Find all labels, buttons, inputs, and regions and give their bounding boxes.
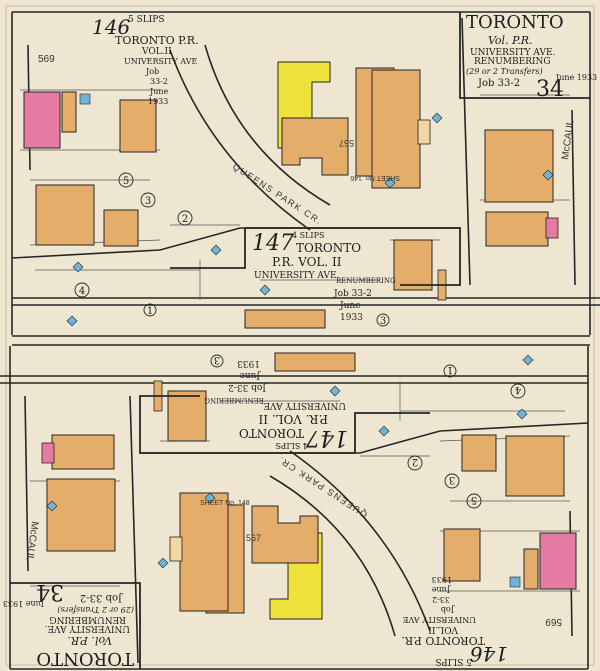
plate-147-month-mirror: June <box>239 370 261 380</box>
plate-146-month: June <box>149 87 169 96</box>
plate-146-toronto-mirror: TORONTO P.R. <box>401 634 485 647</box>
transfers: (29 or 2 Transfers) <box>466 67 543 76</box>
job-33-2: Job 33-2 <box>477 78 520 89</box>
plate-147-job-mirror: Job 33-2 <box>228 382 267 392</box>
plate-147-year-mirror: 1933 <box>237 358 260 368</box>
plate-147-prvol: P.R. VOL. II <box>272 255 342 269</box>
vol-pr: Vol. P.R. <box>488 34 533 47</box>
plate-146-month-mirror: June <box>431 585 451 594</box>
plate-569-label-mirror: 569 <box>545 616 562 627</box>
plate-147-month: June <box>339 301 361 311</box>
plate-146-year-mirror: 1933 <box>432 575 452 584</box>
plate-147-university: UNIVERSITY AVE. <box>254 271 340 281</box>
plate-147-slips-mirror: 4 SLIPS <box>276 441 308 450</box>
june-1933-mirror: June 1933 <box>3 599 45 608</box>
plate-147-toronto-mirror: TORONTO <box>239 426 304 440</box>
plate-146-year: 1933 <box>148 97 168 106</box>
circle-label-3b-mirror: 3 <box>214 354 220 365</box>
plate-146-slips: 5 SLIPS <box>128 15 165 25</box>
plate-146-job-mirror: Job <box>441 605 455 614</box>
plate-146-jobno: 33-2 <box>150 77 168 86</box>
page-34-mirror: 34 <box>36 579 64 604</box>
paper-border <box>5 5 595 666</box>
plate-146-university-mirror: UNIVERSITY AVE <box>403 615 477 624</box>
transfers-mirror: (29 or 2 Transfers) <box>57 605 134 614</box>
circle-label-3: 3 <box>145 196 151 207</box>
circle-label-4-mirror: 4 <box>515 384 521 395</box>
plate-567-label-mirror: 567 <box>246 533 261 543</box>
plate-147-renumbering: RENUMBERING <box>336 277 396 285</box>
plate-147-number: 147 <box>252 231 294 256</box>
plate-147-toronto: TORONTO <box>296 241 361 255</box>
circle-label-2-mirror: 2 <box>412 456 418 467</box>
toronto-title: TORONTO <box>466 12 564 33</box>
renumbering: RENUMBERING <box>474 57 551 67</box>
plate-146-vol: VOL.II <box>141 47 172 57</box>
plate-146-university: UNIVERSITY AVE <box>124 57 198 66</box>
plate-147-slips: 4 SLIPS <box>292 231 324 240</box>
toronto-title-mirror: TORONTO <box>36 648 134 669</box>
plate-146-jobno-mirror: 33-2 <box>432 595 450 604</box>
plate-147-university-mirror: UNIVERSITY AVE. <box>260 400 346 410</box>
plate-567-label: 567 <box>339 138 354 148</box>
circle-label-5: 5 <box>123 176 129 187</box>
plate-146-job: Job <box>145 67 159 76</box>
job-33-2-mirror: Job 33-2 <box>80 592 123 603</box>
plate-147-prvol-mirror: P.R. VOL. II <box>258 412 328 426</box>
plate-569-label: 569 <box>38 54 55 65</box>
circle-label-3-mirror: 3 <box>449 474 455 485</box>
circle-label-1: 1 <box>147 306 153 317</box>
circle-label-1-mirror: 1 <box>447 364 453 375</box>
plate-146-vol-mirror: VOL.II <box>428 624 459 634</box>
plate-146-toronto: TORONTO P.R. <box>115 34 199 47</box>
plate-147-year: 1933 <box>340 313 363 323</box>
vol-pr-mirror: Vol. P.R. <box>67 634 112 647</box>
university-renum: UNIVERSITY AVE. <box>470 48 556 58</box>
circle-label-2: 2 <box>182 214 188 225</box>
june-1933: June 1933 <box>555 73 597 82</box>
sheet-number-label: SHEET No. 146 <box>350 174 400 181</box>
plate-147-job: Job 33-2 <box>333 289 372 299</box>
circle-label-5-mirror: 5 <box>471 494 477 505</box>
plate-147-number-mirror: 147 <box>306 425 348 450</box>
plate-146-number: 146 <box>92 15 130 39</box>
plate-146-number-mirror: 146 <box>470 642 508 666</box>
university-renum-mirror: UNIVERSITY AVE. <box>44 623 130 633</box>
plate-146-slips-mirror: 5 SLIPS <box>435 656 472 666</box>
plate-147-renumbering-mirror: RENUMBERING <box>204 396 264 404</box>
renumbering-mirror: RENUMBERING <box>49 614 126 624</box>
center-road <box>12 335 590 346</box>
page-34: 34 <box>536 77 564 102</box>
circle-label-3b: 3 <box>380 316 386 327</box>
sheet-number-label-mirror: SHEET No. 148 <box>200 500 250 507</box>
circle-label-4: 4 <box>79 286 85 297</box>
